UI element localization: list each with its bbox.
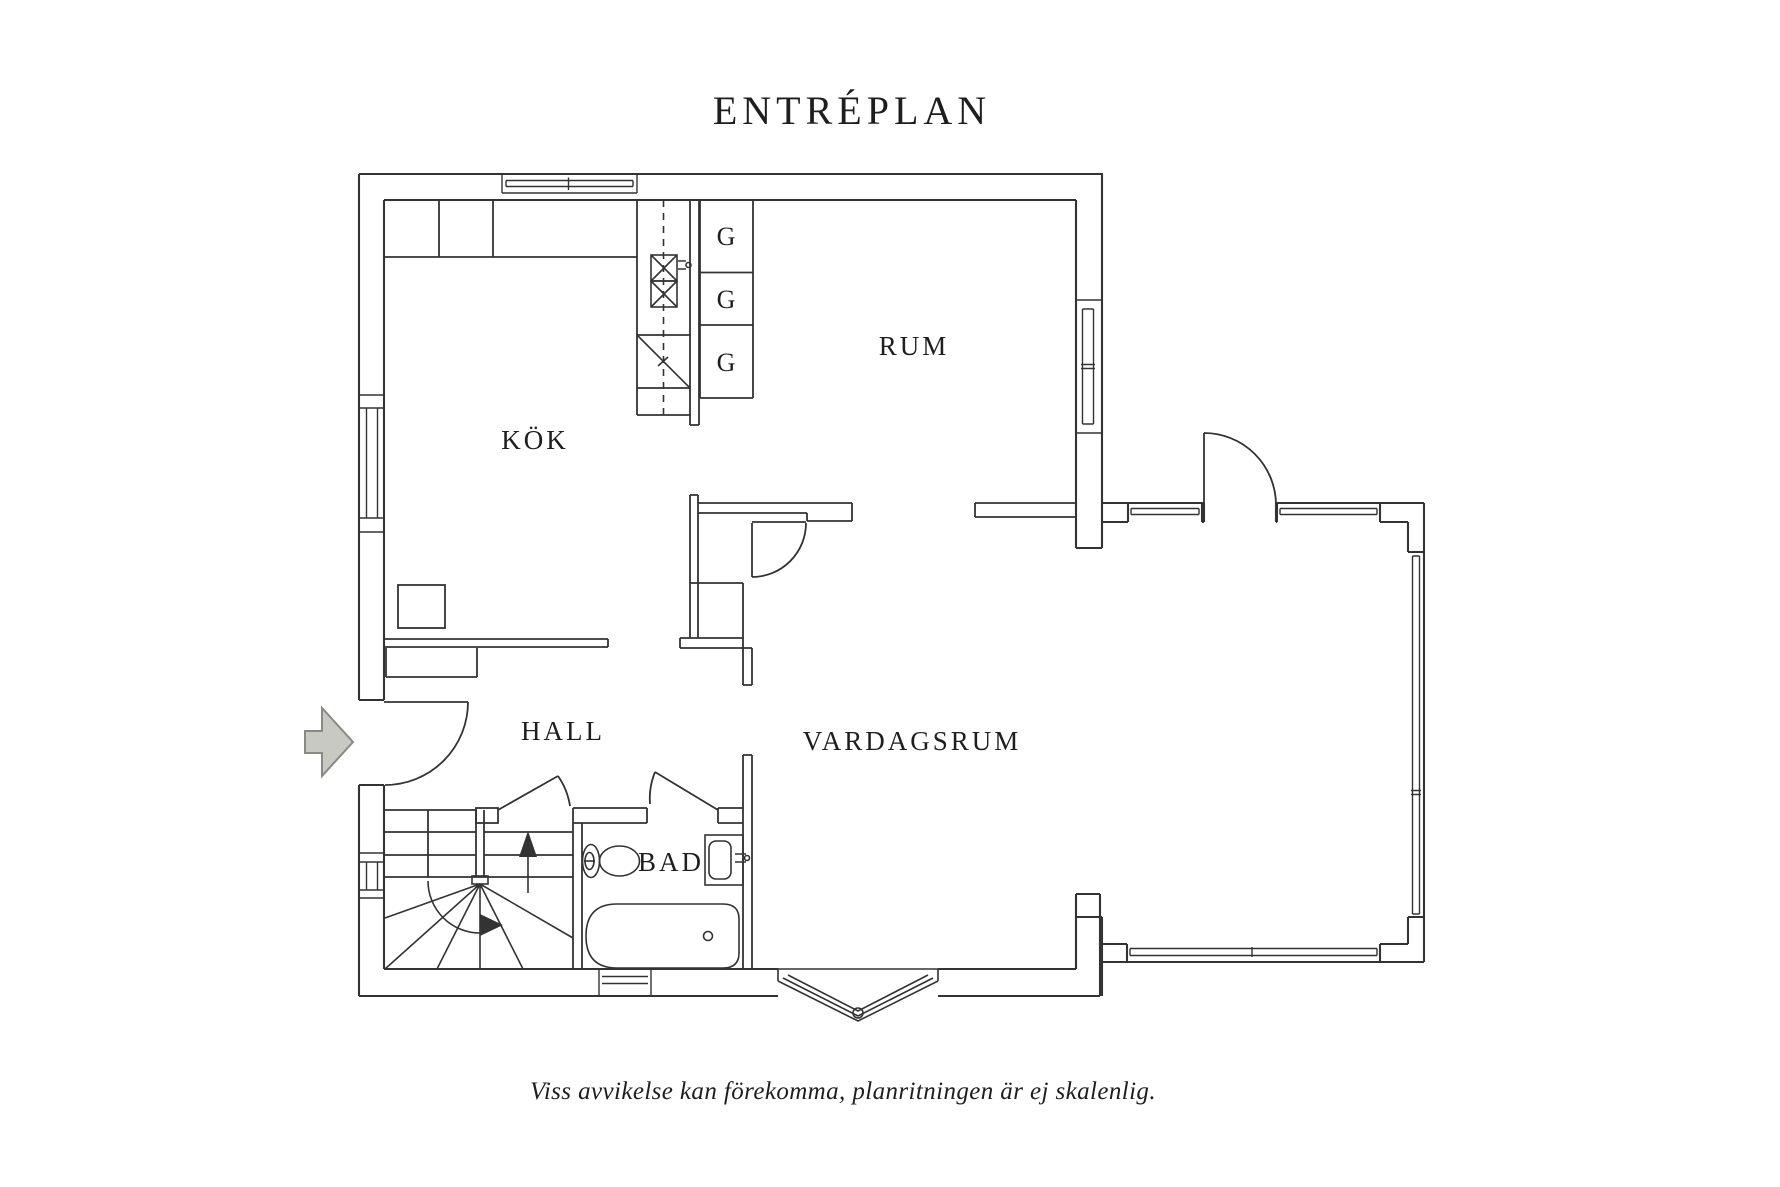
windows <box>359 174 1421 996</box>
window-bath-bottom <box>598 969 652 996</box>
bathroom-door <box>648 771 719 811</box>
wall-room-living-left <box>698 502 853 522</box>
room-label-kitchen: KÖK <box>501 425 569 455</box>
wall-room-living-right <box>974 502 1076 518</box>
stair-top-post <box>475 807 499 824</box>
staircase <box>384 807 574 970</box>
annex-exterior-door <box>1203 432 1277 506</box>
closet-column: G G G <box>699 200 754 399</box>
stove-square <box>397 584 446 629</box>
wall-hall-living <box>679 637 753 686</box>
entrance-door <box>384 701 469 786</box>
labels: ENTRÉPLAN KÖK RUM HALL VARDAGSRUM BAD Vi… <box>501 88 1156 1105</box>
stair-door <box>497 775 571 811</box>
wall-bath-top <box>573 807 743 969</box>
bathroom-fixtures <box>572 808 751 969</box>
window-top-kitchen <box>501 174 638 194</box>
wall-kitchen-room-lower <box>689 494 699 583</box>
window-annex-top-right <box>1279 507 1378 516</box>
window-left-kitchen <box>359 394 384 533</box>
room-label-bath: BAD <box>638 847 704 877</box>
entrance-arrow-icon <box>304 705 355 779</box>
closet-label-2: G <box>717 285 736 314</box>
kitchen-counter <box>384 200 690 416</box>
page-title: ENTRÉPLAN <box>713 88 991 133</box>
window-annex-right <box>1411 555 1421 915</box>
center-closet-door <box>751 521 807 578</box>
chimney-pillar <box>1074 892 1104 996</box>
hall-wardrobe <box>385 648 478 678</box>
window-left-stairs <box>359 852 384 899</box>
toilet-icon <box>581 843 641 879</box>
kitchen-fixtures <box>384 200 692 416</box>
wall-kitchen-room <box>689 200 700 426</box>
room-label-hall: HALL <box>521 716 605 746</box>
bay-window <box>777 968 939 1022</box>
stair-walkline <box>427 856 529 934</box>
bathroom-sink-icon <box>704 834 751 886</box>
disclaimer-text: Viss avvikelse kan förekomma, planritnin… <box>530 1078 1156 1105</box>
closet-center <box>689 582 744 639</box>
bathtub-icon <box>585 903 740 969</box>
window-annex-top-left <box>1130 507 1200 516</box>
exterior-walls <box>357 172 1426 998</box>
walkline-arrowhead <box>480 914 503 936</box>
kitchen-sink-icon <box>650 254 692 308</box>
stair-newel <box>475 810 485 876</box>
closet-label-1: G <box>717 222 736 251</box>
wall-kitchen-hall <box>384 638 609 648</box>
interior-walls <box>384 200 1076 969</box>
stair-winders <box>384 883 574 970</box>
closet-label-3: G <box>717 348 736 377</box>
room-label-room: RUM <box>879 331 950 361</box>
doors <box>384 432 1277 811</box>
window-room-right <box>1076 299 1102 434</box>
room-label-living: VARDAGSRUM <box>803 726 1022 756</box>
up-arrowhead <box>519 831 537 857</box>
window-annex-bottom <box>1129 947 1378 957</box>
